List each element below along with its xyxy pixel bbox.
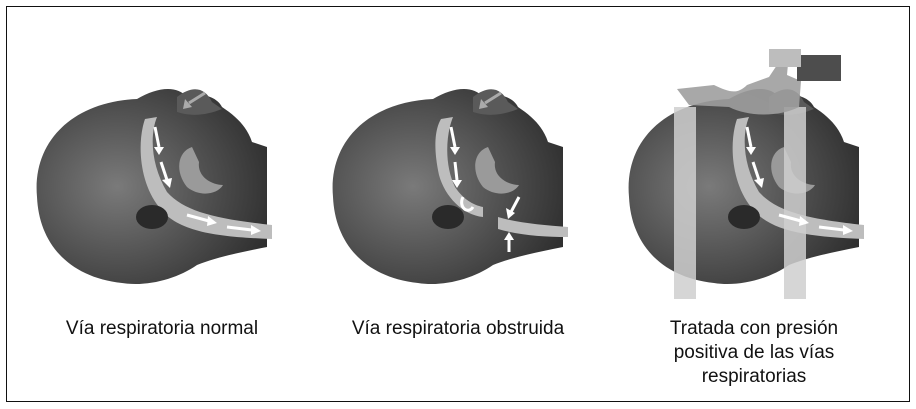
- mask-strap-right: [784, 107, 806, 299]
- figure-frame: Vía respiratoria normal Vía respiratoria…: [6, 6, 910, 402]
- caption-normal-airway: Vía respiratoria normal: [12, 317, 312, 341]
- mask-connector: [769, 49, 801, 67]
- caption-obstructed-airway: Vía respiratoria obstruida: [308, 317, 608, 341]
- ear-shape: [432, 205, 464, 229]
- panel-obstructed-airway: [323, 47, 593, 311]
- panel-normal-airway: [27, 47, 297, 311]
- mask-strap-left: [674, 107, 696, 299]
- ear-shape: [136, 205, 168, 229]
- panel-treated-airway: [619, 47, 889, 311]
- ear-shape: [728, 205, 760, 229]
- mask-clip: [797, 55, 841, 81]
- caption-treated-airway: Tratada con presión positiva de las vías…: [604, 317, 904, 389]
